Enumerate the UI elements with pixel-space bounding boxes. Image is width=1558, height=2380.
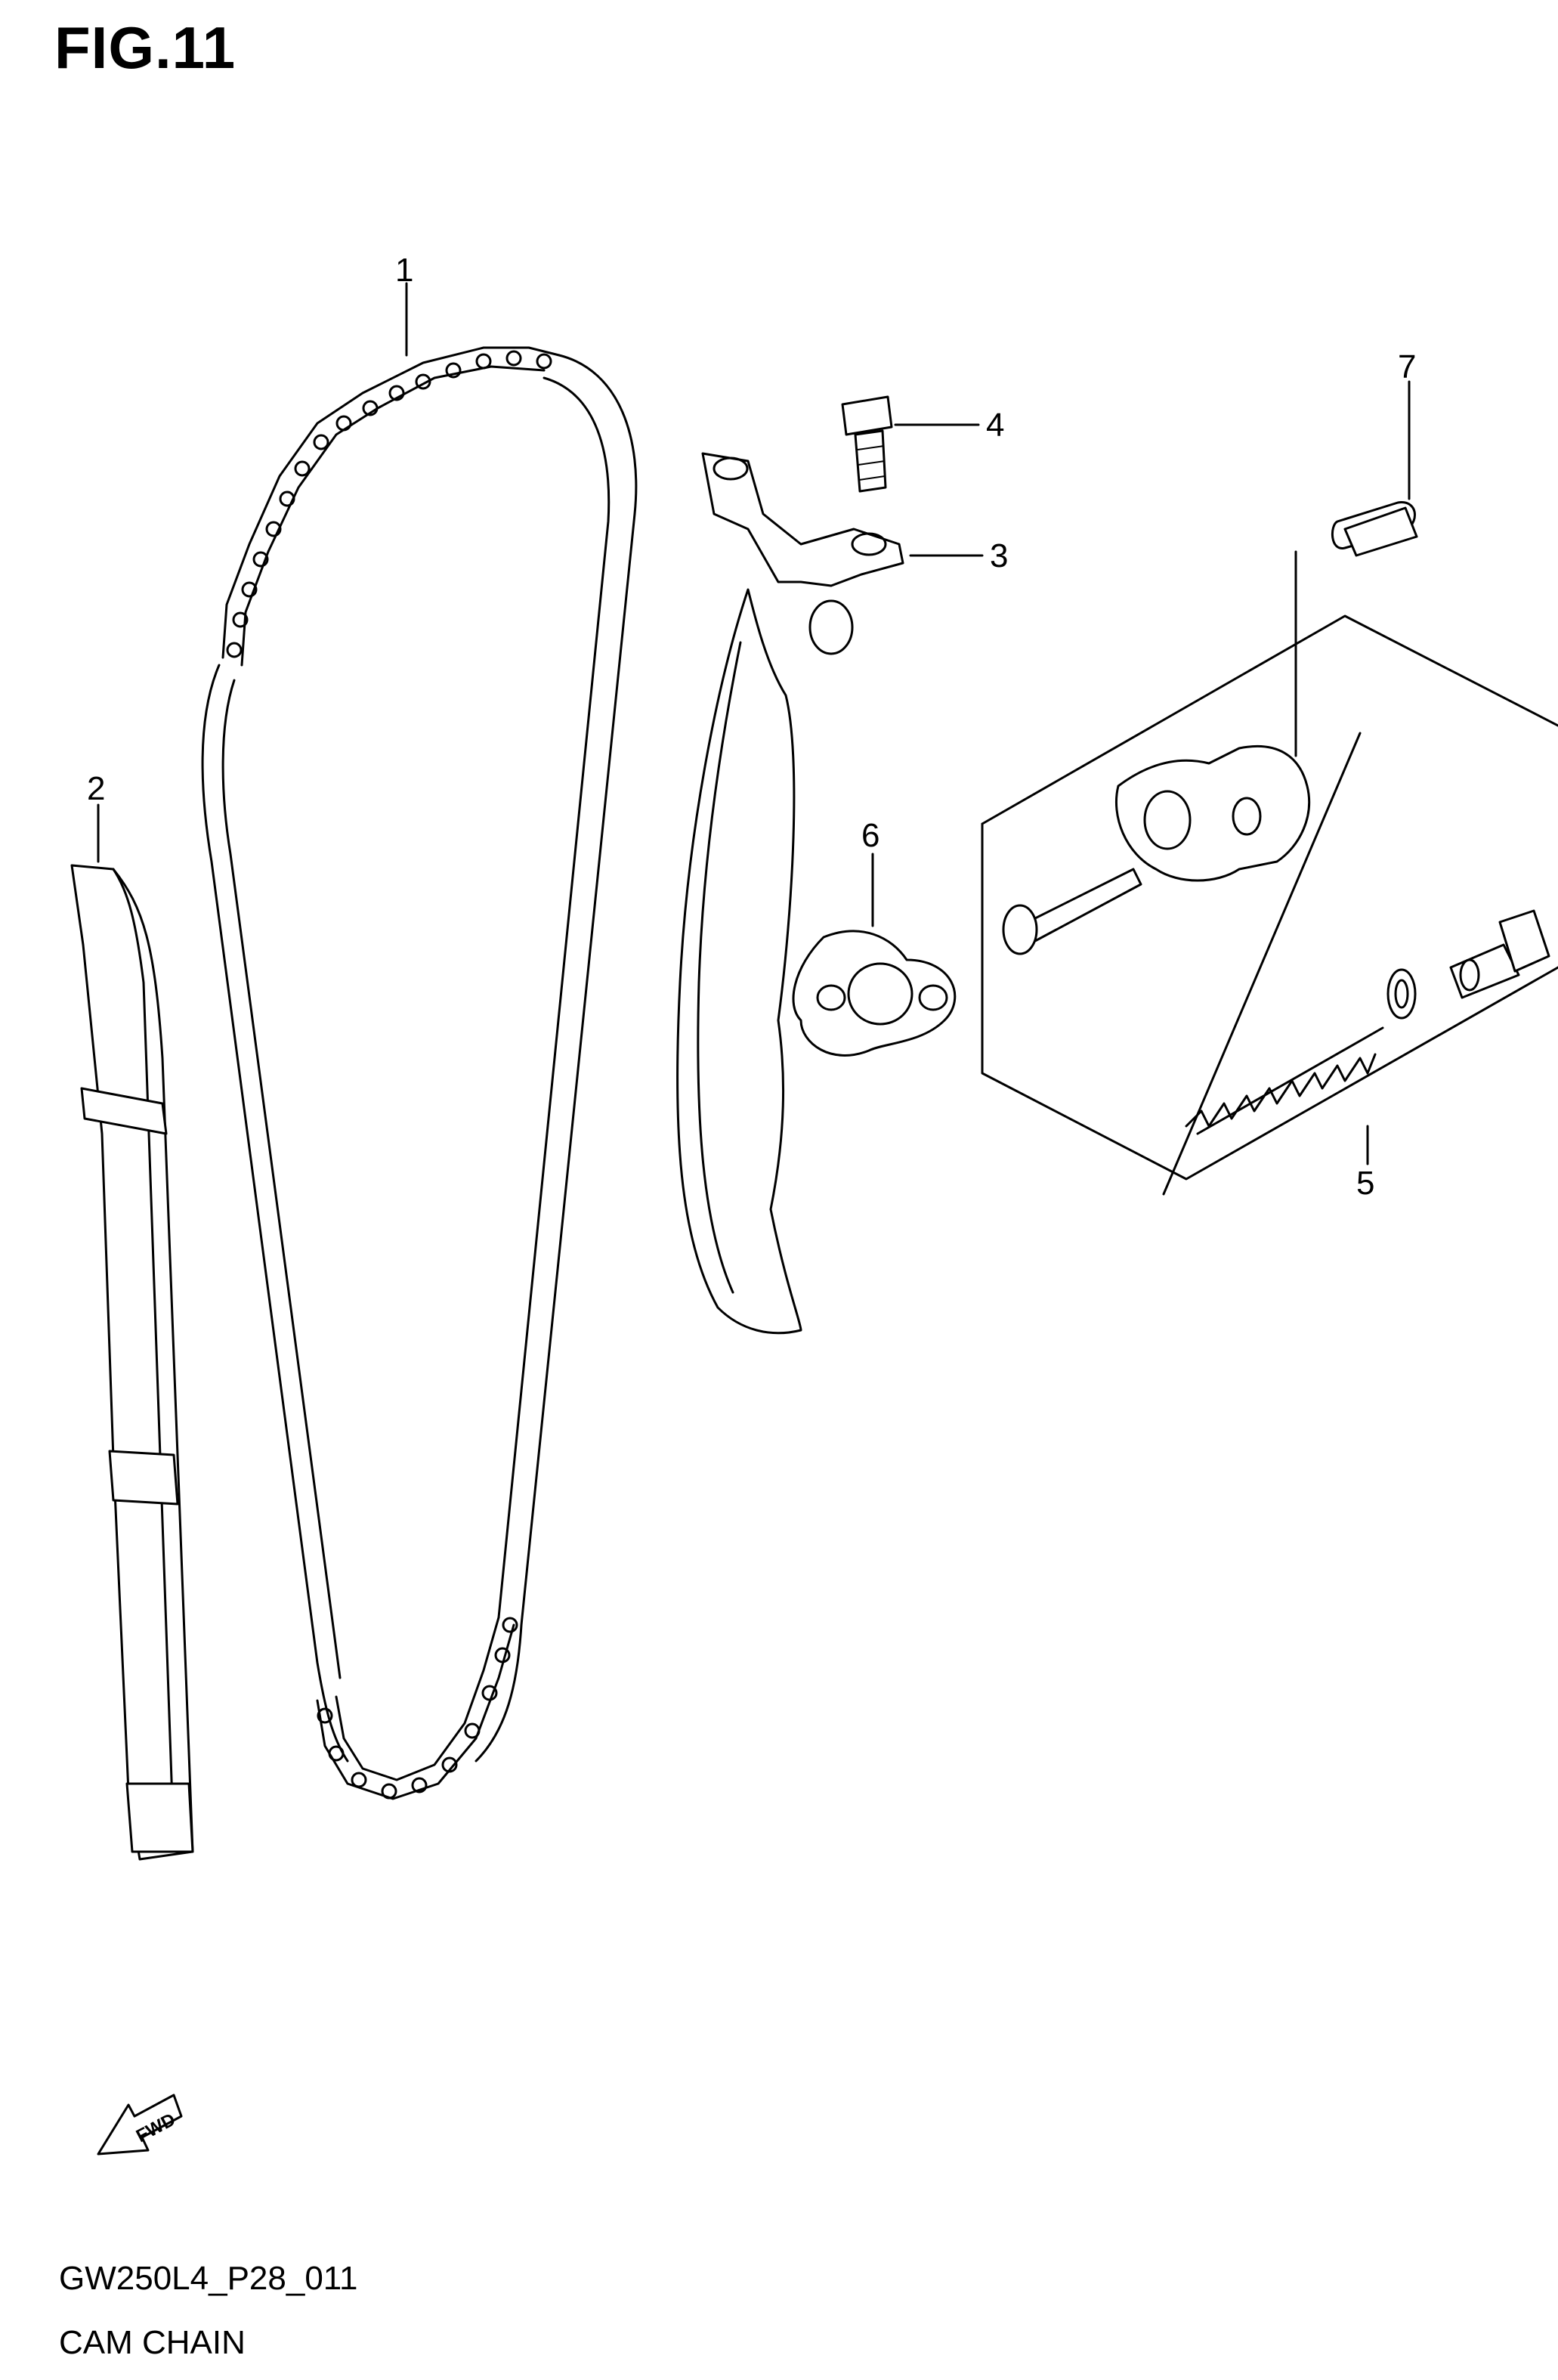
bolt-7: 7 [1331,348,1418,557]
figure-code: GW250L4_P28_011 [59,2260,358,2297]
figure-name: CAM CHAIN [59,2324,246,2361]
callout-3: 3 [990,537,1008,574]
tensioner-guide: 3 [676,452,1008,1335]
gasket: 6 [792,817,957,1057]
callout-2: 2 [87,770,105,807]
callout-1: 1 [395,252,413,289]
chain-links-top [221,346,561,667]
fwd-arrow-icon: FWD [97,2094,183,2156]
callout-4: 4 [986,407,1004,444]
cam-chain: 1 [201,252,638,1800]
callout-6: 6 [861,817,879,854]
bolt-4: 4 [841,395,1004,493]
figure-title: FIG.11 [54,14,236,81]
cam-chain-guide: 2 [70,770,194,1861]
tensioner-adjuster-assy: 5 [981,550,1558,1202]
callout-7: 7 [1398,348,1416,385]
chain-links-bottom [316,1616,518,1800]
callout-5: 5 [1356,1165,1374,1202]
